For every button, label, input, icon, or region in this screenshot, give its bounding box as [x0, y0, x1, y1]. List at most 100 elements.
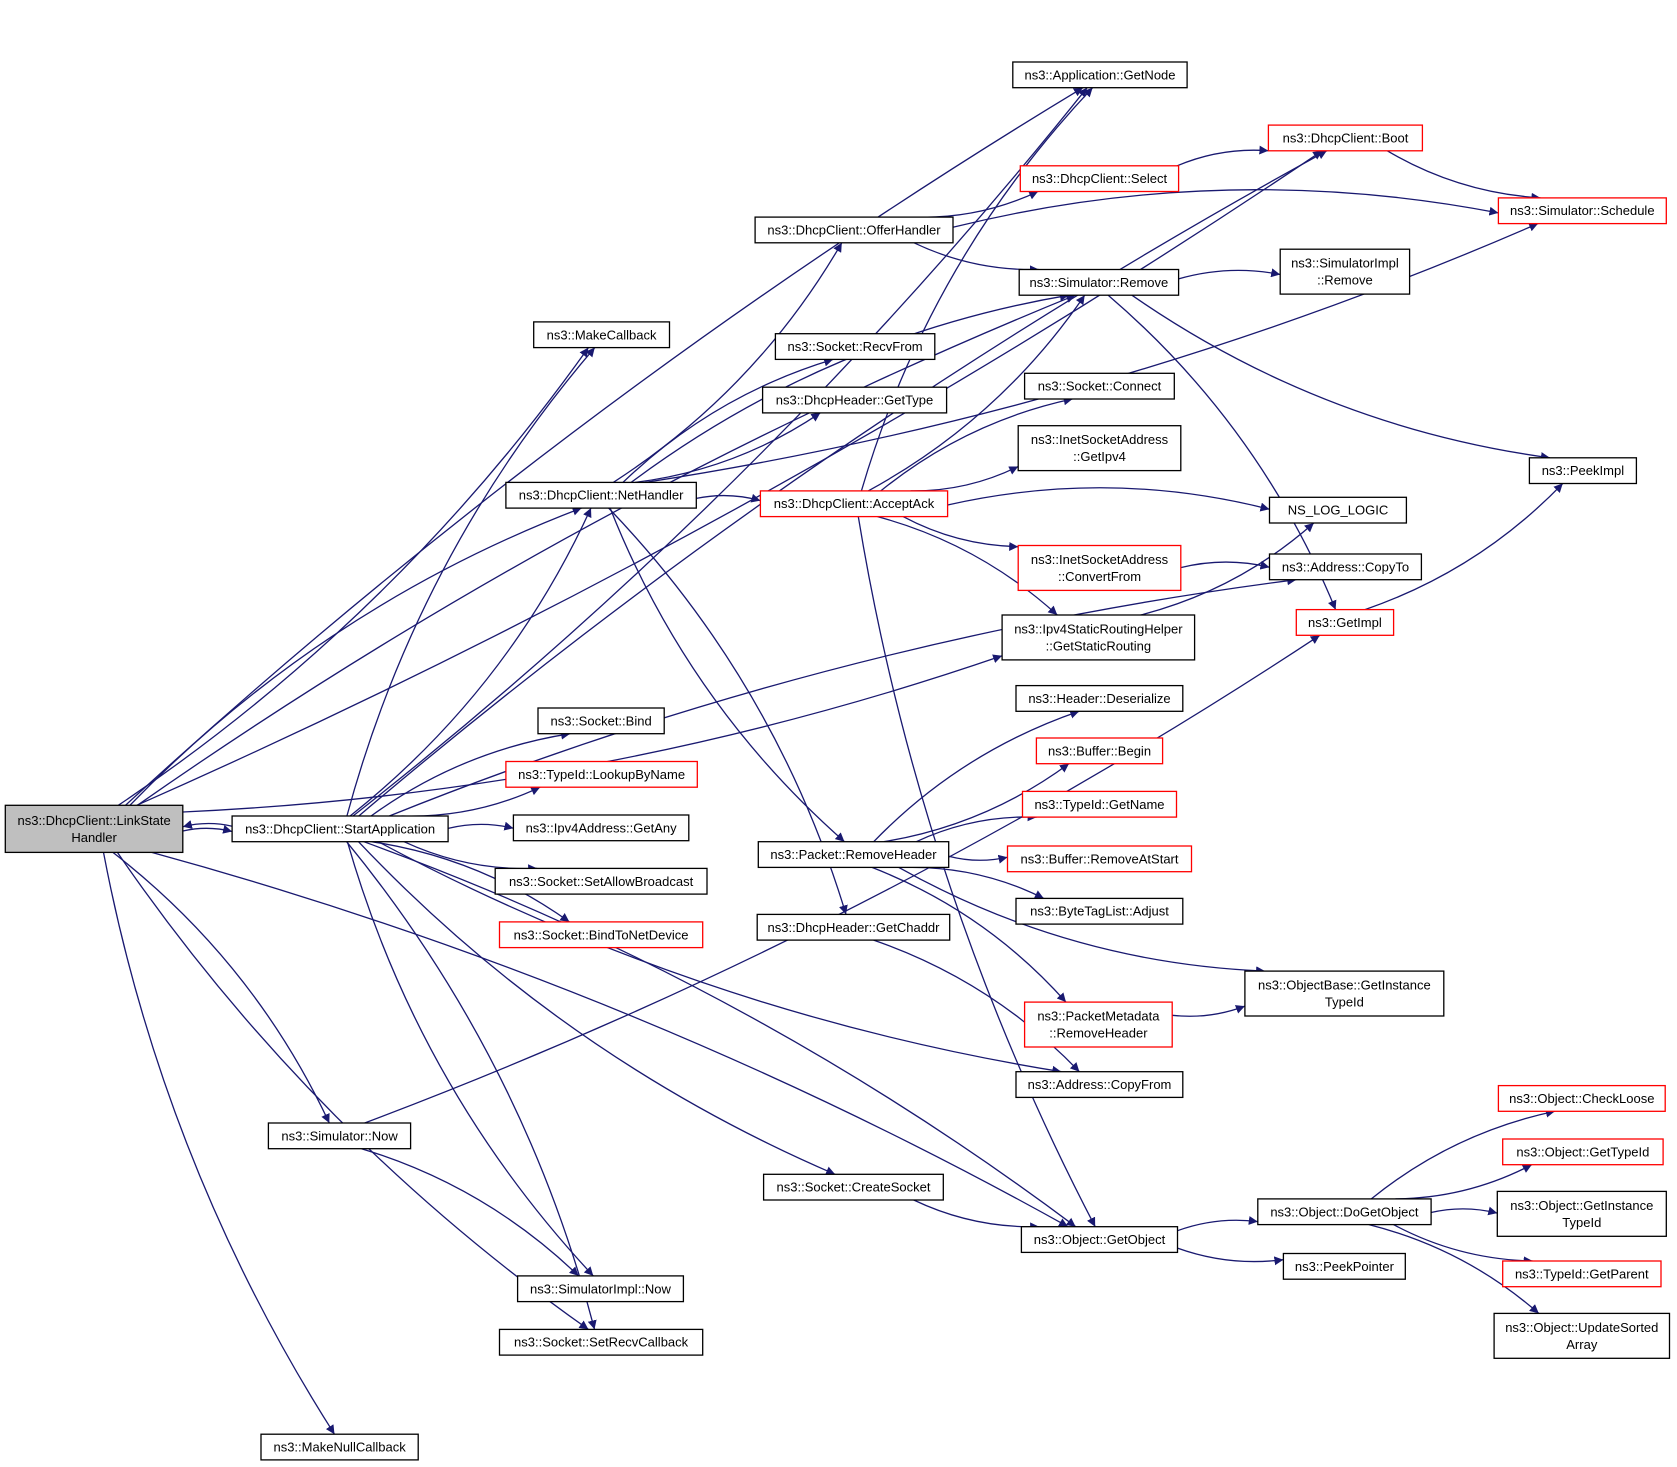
edge-acceptack-to-nslog [947, 487, 1270, 512]
node-checkloose[interactable]: ns3::Object::CheckLoose [1497, 1084, 1666, 1112]
node-box-simremove [1018, 268, 1180, 296]
node-createsocket[interactable]: ns3::Socket::CreateSocket [762, 1173, 944, 1201]
node-label-simnow: ns3::Simulator::Now [281, 1128, 398, 1143]
node-getimpl[interactable]: ns3::GetImpl [1295, 608, 1395, 636]
node-peekpointer[interactable]: ns3::PeekPointer [1282, 1252, 1406, 1280]
node-getany[interactable]: ns3::Ipv4Address::GetAny [512, 814, 690, 842]
edge-select-to-boot [1176, 145, 1269, 167]
node-makecallback[interactable]: ns3::MakeCallback [533, 321, 671, 349]
node-label-removeatstart: ns3::Buffer::RemoveAtStart [1021, 851, 1179, 866]
node-addrcopyto[interactable]: ns3::Address::CopyTo [1268, 553, 1423, 581]
node-getnode[interactable]: ns3::Application::GetNode [1012, 61, 1188, 89]
node-label-bufbegin: ns3::Buffer::Begin [1048, 743, 1151, 758]
node-startapp[interactable]: ns3::DhcpClient::StartApplication [231, 815, 449, 843]
edge-linkstate-to-setrecvcb [116, 852, 589, 1330]
node-objgettypeid[interactable]: ns3::Object::GetTypeId [1502, 1138, 1664, 1166]
edge-acceptack-to-convertfrom [902, 516, 1019, 552]
node-getipv4[interactable]: ns3::InetSocketAddress::GetIpv4 [1017, 425, 1182, 472]
node-box-objgetobject [1020, 1226, 1179, 1254]
edge-startapp-to-getnode [352, 87, 1088, 817]
node-removeatstart[interactable]: ns3::Buffer::RemoveAtStart [1006, 845, 1193, 873]
node-label-getstaticrouting: ::GetStaticRouting [1046, 638, 1152, 653]
node-schedule[interactable]: ns3::Simulator::Schedule [1497, 197, 1667, 225]
node-getstaticrouting[interactable]: ns3::Ipv4StaticRoutingHelper::GetStaticR… [1001, 614, 1196, 661]
node-recvfrom[interactable]: ns3::Socket::RecvFrom [774, 333, 936, 361]
node-addrcopyfrom[interactable]: ns3::Address::CopyFrom [1015, 1071, 1184, 1099]
node-simimplnow[interactable]: ns3::SimulatorImpl::Now [516, 1275, 685, 1303]
edge-offerhandler-to-schedule [952, 189, 1499, 228]
node-dogetobject[interactable]: ns3::Object::DoGetObject [1257, 1198, 1432, 1226]
node-pmremovehdr[interactable]: ns3::PacketMetadata::RemoveHeader [1023, 1001, 1173, 1048]
node-nslog[interactable]: NS_LOG_LOGIC [1268, 496, 1408, 524]
node-offerhandler[interactable]: ns3::DhcpClient::OfferHandler [754, 216, 954, 244]
node-getchaddr[interactable]: ns3::DhcpHeader::GetChaddr [756, 913, 951, 941]
node-simimplremove[interactable]: ns3::SimulatorImpl::Remove [1279, 248, 1411, 295]
edge-getchaddr-to-addrcopyfrom [873, 939, 1080, 1073]
node-convertfrom[interactable]: ns3::InetSocketAddress::ConvertFrom [1017, 544, 1182, 592]
node-label-boot: ns3::DhcpClient::Boot [1283, 131, 1409, 146]
node-label-acceptack: ns3::DhcpClient::AcceptAck [774, 496, 935, 511]
node-box-getipv4 [1017, 425, 1182, 472]
node-boot[interactable]: ns3::DhcpClient::Boot [1267, 124, 1424, 152]
node-sockconnect[interactable]: ns3::Socket::Connect [1023, 372, 1175, 400]
node-bindtodev[interactable]: ns3::Socket::BindToNetDevice [498, 921, 704, 949]
node-box-bufbegin [1035, 737, 1164, 765]
node-label-simremove: ns3::Simulator::Remove [1030, 275, 1169, 290]
node-select[interactable]: ns3::DhcpClient::Select [1019, 165, 1180, 193]
node-getparent[interactable]: ns3::TypeId::GetParent [1502, 1260, 1662, 1288]
edge-nethandler-to-simremove [630, 292, 1070, 483]
node-box-dogetobject [1257, 1198, 1432, 1226]
node-simnow[interactable]: ns3::Simulator::Now [267, 1122, 412, 1150]
node-objgetobject[interactable]: ns3::Object::GetObject [1020, 1226, 1179, 1254]
node-label-getany: ns3::Ipv4Address::GetAny [526, 820, 678, 835]
node-acceptack[interactable]: ns3::DhcpClient::AcceptAck [759, 490, 949, 518]
node-label-linkstate: Handler [71, 830, 117, 845]
edge-removeheader-to-bufbegin [883, 763, 1070, 843]
node-sockbind[interactable]: ns3::Socket::Bind [537, 707, 665, 735]
edge-simnow-to-getimpl [364, 634, 1321, 1124]
edge-objgetobject-to-peekpointer [1177, 1247, 1284, 1266]
node-box-sockbind [537, 707, 665, 735]
edge-startapp-to-objgetobject [363, 841, 1077, 1228]
node-hdrdeser[interactable]: ns3::Header::Deserialize [1015, 684, 1184, 712]
node-box-recvfrom [774, 333, 936, 361]
node-label-nslog: NS_LOG_LOGIC [1288, 503, 1388, 518]
node-label-getparent: ns3::TypeId::GetParent [1515, 1266, 1649, 1281]
node-box-getimpl [1295, 608, 1395, 636]
node-box-objgettypeid [1502, 1138, 1664, 1166]
edge-nethandler-to-acceptack [696, 493, 761, 503]
node-removeheader[interactable]: ns3::Packet::RemoveHeader [757, 841, 950, 869]
node-setrecvcb[interactable]: ns3::Socket::SetRecvCallback [498, 1328, 704, 1356]
node-lookupbyname[interactable]: ns3::TypeId::LookupByName [505, 760, 698, 788]
node-gettype[interactable]: ns3::DhcpHeader::GetType [761, 386, 948, 414]
node-label-getstaticrouting: ns3::Ipv4StaticRoutingHelper [1014, 621, 1183, 636]
node-simremove[interactable]: ns3::Simulator::Remove [1018, 268, 1180, 296]
edge-startapp-to-bindtodev [371, 841, 570, 923]
node-nethandler[interactable]: ns3::DhcpClient::NetHandler [505, 481, 697, 509]
node-label-bindtodev: ns3::Socket::BindToNetDevice [514, 927, 689, 942]
edge-offerhandler-to-select [915, 190, 1039, 218]
node-label-setrecvcb: ns3::Socket::SetRecvCallback [514, 1335, 689, 1350]
node-box-getstaticrouting [1001, 614, 1196, 661]
node-box-simnow [267, 1122, 412, 1150]
node-makenullcb[interactable]: ns3::MakeNullCallback [260, 1433, 419, 1461]
node-peekimpl[interactable]: ns3::PeekImpl [1528, 457, 1638, 485]
edge-startapp-to-boot [358, 150, 1328, 817]
node-label-gettype: ns3::DhcpHeader::GetType [776, 393, 934, 408]
node-bytetagadjust[interactable]: ns3::ByteTagList::Adjust [1015, 897, 1184, 925]
node-setallowbc[interactable]: ns3::Socket::SetAllowBroadcast [494, 867, 708, 895]
node-label-select: ns3::DhcpClient::Select [1032, 171, 1168, 186]
node-box-bytetagadjust [1015, 897, 1184, 925]
node-label-setallowbc: ns3::Socket::SetAllowBroadcast [509, 874, 694, 889]
node-bufbegin[interactable]: ns3::Buffer::Begin [1035, 737, 1164, 765]
node-label-bytetagadjust: ns3::ByteTagList::Adjust [1030, 904, 1169, 919]
node-box-getchaddr [756, 913, 951, 941]
edge-linkstate-to-simnow [112, 851, 330, 1124]
node-typeidgetname[interactable]: ns3::TypeId::GetName [1021, 790, 1178, 818]
